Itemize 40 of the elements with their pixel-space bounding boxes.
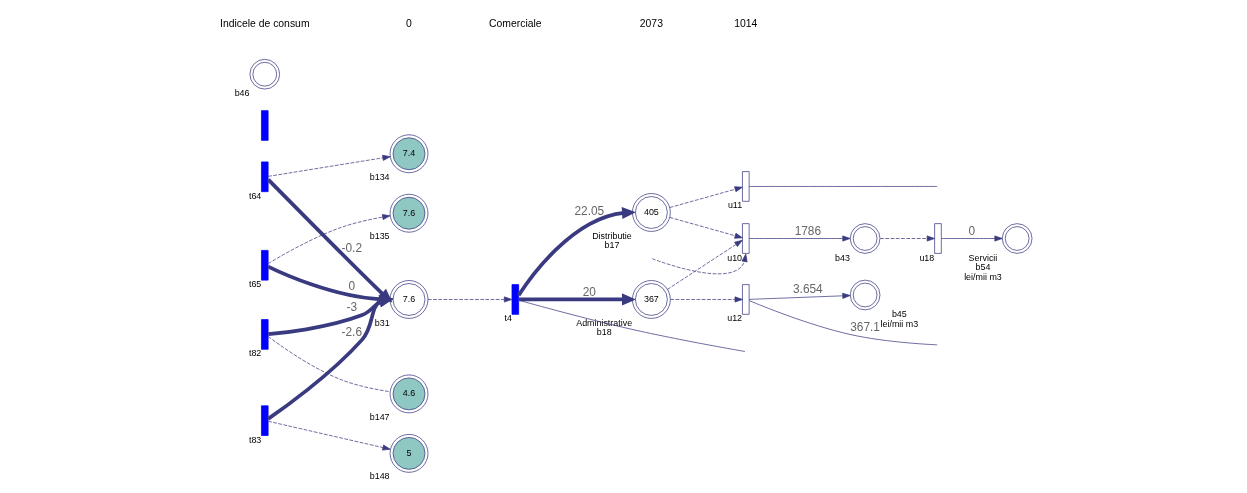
node-label: Administrative: [576, 317, 633, 328]
edge-label: -2.6: [341, 324, 362, 339]
label: 0: [406, 18, 412, 30]
edge-label: 20: [582, 284, 596, 299]
label: 2073: [639, 18, 663, 30]
node-label: lei/mii m3: [964, 271, 1002, 282]
node-label: b148: [369, 471, 390, 482]
node-label: u11: [727, 200, 743, 211]
edge-label: -3: [346, 300, 358, 315]
node-label: t82: [248, 348, 262, 359]
node-label: b31: [374, 317, 390, 328]
node-label: t65: [248, 279, 262, 290]
node-label: b54: [975, 262, 991, 273]
edge-label: 367.1: [850, 319, 880, 334]
node-label: Servicii: [968, 252, 998, 263]
node-label: Distributie: [592, 230, 632, 241]
node-label: t64: [248, 190, 262, 201]
edge-label: -0.2: [341, 240, 362, 255]
node-label: b18: [596, 327, 612, 338]
node-label: lei/mii m3: [880, 318, 919, 329]
label: Comerciale: [489, 18, 542, 30]
node-label: b46: [234, 88, 250, 99]
node-label: b134: [369, 171, 390, 182]
node-label: b43: [835, 252, 850, 263]
edge-label: 3.654: [793, 281, 823, 296]
label: Indicele de consum: [220, 18, 310, 30]
edge-label: 22.05: [574, 203, 605, 218]
node-label: b17: [604, 240, 620, 251]
edge-label: 1786: [794, 223, 822, 238]
node-label: t4: [504, 313, 512, 324]
node-label: t83: [248, 434, 262, 445]
node-label: u12: [727, 313, 743, 324]
node-label: u18: [919, 252, 935, 263]
node-label: b135: [369, 231, 390, 242]
edge-label: 0: [348, 278, 356, 293]
label: 1014: [734, 18, 758, 30]
edge-label: 0: [968, 223, 976, 238]
node-label: b147: [369, 411, 390, 422]
node-label: b45: [891, 309, 907, 320]
node-label: u10: [727, 252, 743, 263]
